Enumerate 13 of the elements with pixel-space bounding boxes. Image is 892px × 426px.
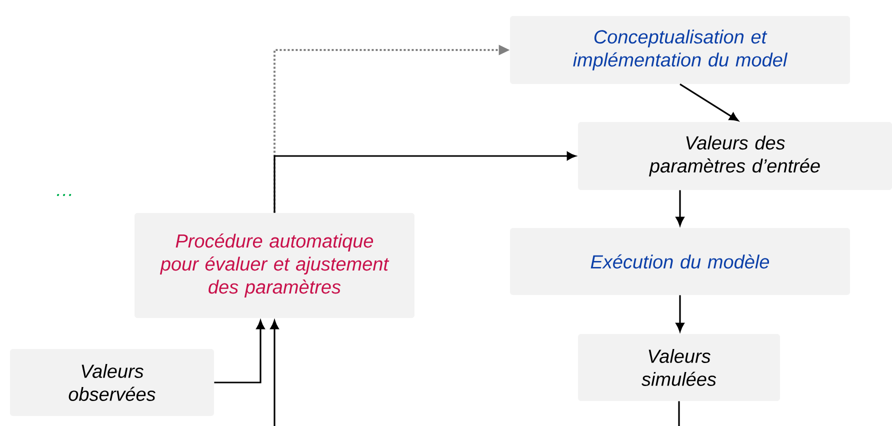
process-box: Exécution du modèle bbox=[510, 228, 850, 295]
arrow bbox=[680, 84, 738, 122]
process-box: Valeurs des paramètres d’entrée bbox=[578, 122, 892, 190]
arrow bbox=[274, 152, 576, 213]
arrow bbox=[676, 190, 684, 226]
note-text: … bbox=[56, 194, 72, 196]
arrow bbox=[214, 320, 265, 384]
process-box: Procédure automatique pour évaluer et ajustement des paramètres bbox=[134, 213, 414, 318]
process-box: Conceptualisation et implémentation du model bbox=[510, 16, 850, 84]
process-box: Valeurs observées bbox=[10, 349, 214, 416]
arrow bbox=[270, 320, 279, 330]
arrow bbox=[676, 295, 684, 332]
process-box: Valeurs simulées bbox=[578, 334, 780, 401]
